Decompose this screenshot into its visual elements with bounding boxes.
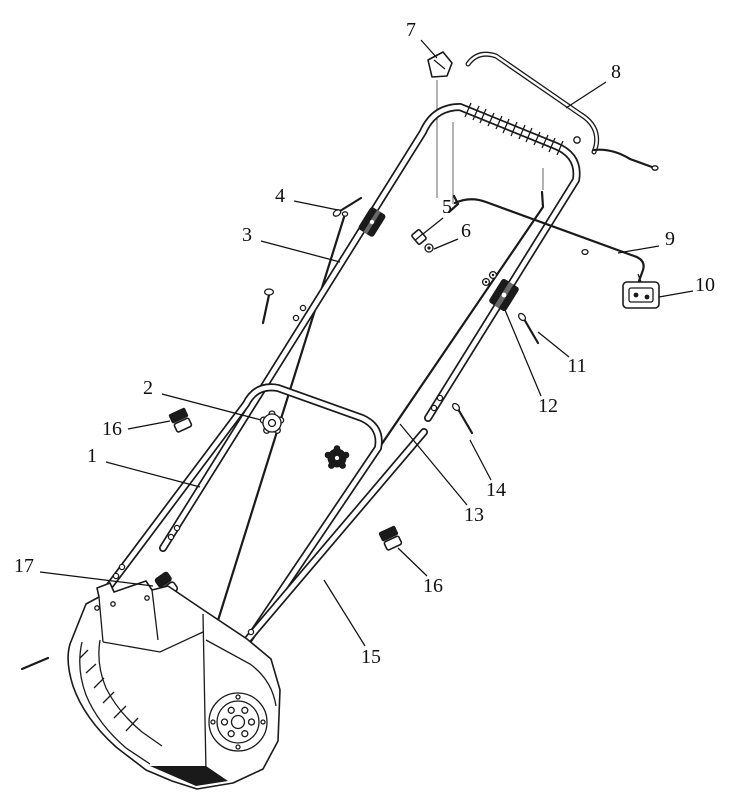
leader-line-1 — [105, 461, 201, 488]
deck-wheel — [208, 692, 268, 752]
handle-knob-dark — [324, 445, 350, 469]
leader-line-10 — [658, 290, 694, 298]
callout-10: 10 — [695, 274, 715, 296]
leader-line-2 — [161, 393, 262, 421]
leader-line-11 — [537, 331, 570, 358]
upper-tube-clamp — [358, 207, 386, 237]
leader-lines — [39, 39, 694, 647]
callout-3: 3 — [242, 224, 252, 246]
callout-9: 9 — [665, 228, 675, 250]
handle-knob — [259, 410, 285, 434]
callout-8: 8 — [611, 61, 621, 83]
leader-line-16a — [127, 420, 171, 430]
callout-6: 6 — [461, 220, 471, 242]
bolt-11 — [517, 312, 540, 345]
clamp-washers — [481, 270, 498, 287]
leader-line-5 — [422, 217, 444, 235]
upper-handle — [159, 102, 581, 552]
lower-handle — [104, 383, 383, 649]
pin — [20, 656, 50, 671]
leader-line-7 — [420, 39, 438, 59]
callout-16a: 16 — [102, 418, 122, 440]
leader-line-8 — [565, 81, 607, 109]
bolt-14 — [451, 402, 474, 435]
cable-connector — [622, 273, 660, 309]
cable-clip-right — [378, 525, 403, 551]
leader-line-17 — [39, 571, 154, 587]
leader-line-16b — [397, 547, 428, 577]
callout-4: 4 — [275, 185, 285, 207]
grip-hatching — [464, 102, 564, 156]
callout-7: 7 — [406, 19, 416, 41]
carriage-bolt-4 — [332, 196, 363, 217]
leader-line-14 — [469, 439, 492, 481]
leader-line-12 — [504, 309, 542, 397]
callout-15: 15 — [361, 646, 381, 668]
leader-line-3 — [260, 240, 341, 263]
callout-17: 17 — [14, 555, 34, 577]
leader-line-9 — [617, 245, 660, 254]
cable-bracket — [427, 51, 453, 78]
callout-1: 1 — [87, 445, 97, 467]
leader-line-4 — [293, 200, 339, 211]
chute-hatching — [79, 649, 139, 732]
guide-lines — [436, 80, 544, 204]
callout-2: 2 — [143, 377, 153, 399]
callout-14: 14 — [486, 479, 506, 501]
callout-11: 11 — [567, 355, 587, 377]
leader-line-15 — [323, 579, 366, 647]
leader-line-13 — [399, 423, 468, 506]
cable — [447, 194, 645, 283]
cable-clip-left — [168, 407, 193, 433]
clamp-nut — [424, 243, 434, 253]
callout-16b: 16 — [423, 575, 443, 597]
callout-5: 5 — [442, 196, 452, 218]
bail-cable — [592, 148, 654, 169]
clamp-bracket — [411, 229, 427, 245]
deck-housing — [67, 580, 281, 790]
callout-13: 13 — [464, 504, 484, 526]
right-tube-clamp — [489, 278, 519, 312]
leader-line-6 — [433, 238, 459, 250]
vertical-bolt — [261, 288, 275, 325]
control-bail — [465, 51, 659, 171]
callout-12: 12 — [538, 395, 558, 417]
